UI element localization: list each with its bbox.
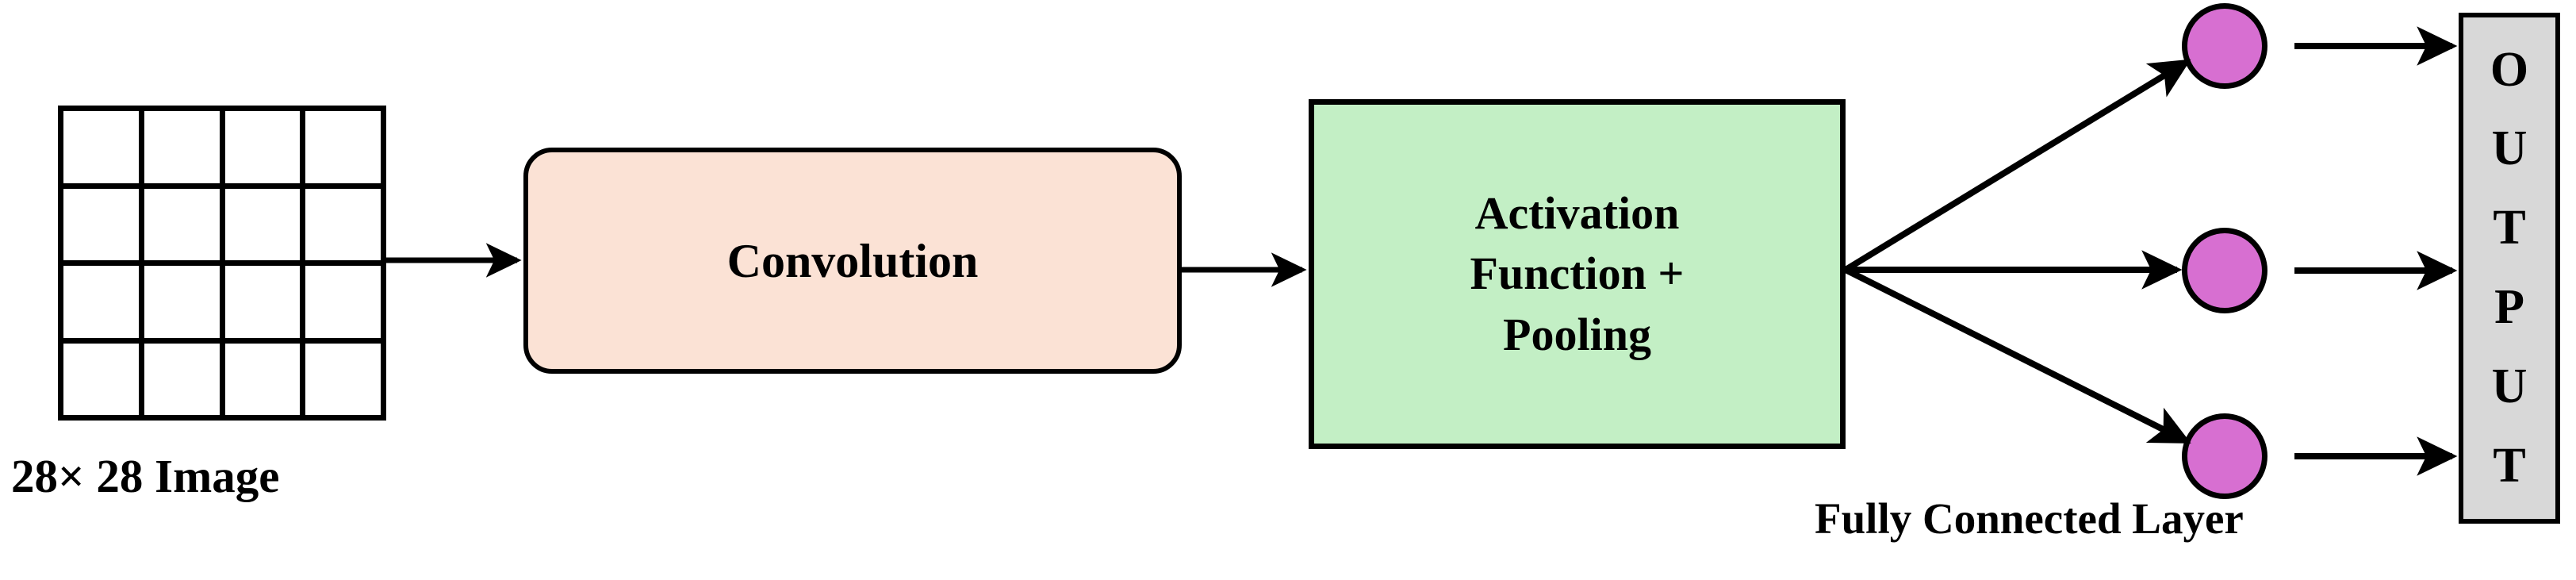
output-letter: U (2491, 359, 2528, 413)
grid-cell (63, 111, 139, 183)
grid-cell (144, 266, 220, 338)
fully-connected-layer-label: Fully Connected Layer (1815, 494, 2244, 543)
grid-cell (63, 266, 139, 338)
grid-cell (305, 188, 381, 260)
grid-cell (63, 343, 139, 415)
grid-cell (305, 111, 381, 183)
output-letter: O (2490, 42, 2529, 97)
grid-cell (144, 111, 220, 183)
fc-neuron-1 (2182, 3, 2267, 89)
activation-pooling-block: Activation Function + Pooling (1309, 99, 1846, 449)
grid-cell (144, 343, 220, 415)
fc-neuron-3 (2182, 413, 2267, 499)
input-image-grid (58, 106, 386, 421)
input-image-label: 28× 28 Image (11, 450, 280, 502)
grid-cell (224, 266, 301, 338)
activation-pooling-label: Activation Function + Pooling (1470, 186, 1685, 360)
output-letter: T (2493, 201, 2526, 255)
arrow-activation-to-neuron-1 (1843, 59, 2191, 273)
grid-cell (224, 343, 301, 415)
arrow-activation-to-neuron-3 (1844, 267, 2191, 444)
grid-cell (63, 188, 139, 260)
output-block: O U T P U T (2459, 13, 2560, 524)
convolution-block: Convolution (523, 148, 1182, 374)
grid-cell (144, 188, 220, 260)
fc-neuron-2 (2182, 228, 2267, 313)
grid-cell (305, 266, 381, 338)
convolution-label: Convolution (726, 234, 979, 287)
output-letter: U (2491, 121, 2528, 176)
output-letter: T (2493, 438, 2526, 493)
output-letter: P (2494, 280, 2524, 334)
grid-cell (224, 111, 301, 183)
grid-cell (305, 343, 381, 415)
grid-cell (224, 188, 301, 260)
